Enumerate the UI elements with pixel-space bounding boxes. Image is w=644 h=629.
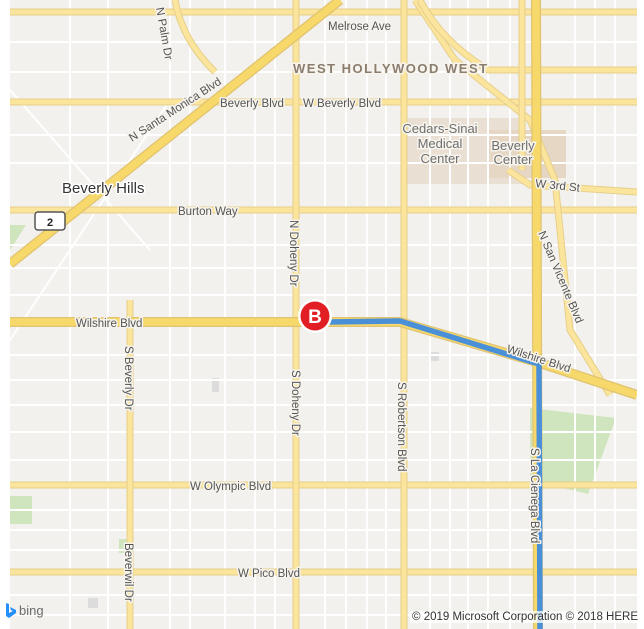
shield-label: 2	[47, 217, 53, 229]
street-label-beverly: Beverly Blvd	[220, 98, 284, 110]
poi-beverly-center[interactable]: Beverly Center	[490, 137, 537, 169]
street-label-wilshire-west: Wilshire Blvd	[76, 318, 142, 330]
poi-label-line: Center	[420, 151, 460, 166]
street-label-s-robertson: S Robertson Blvd	[395, 382, 407, 472]
bing-logo-text: bing	[19, 603, 44, 618]
street-label-s-doheny: S Doheny Dr	[289, 370, 301, 436]
arterial-roads	[10, 0, 637, 629]
district-label-west-hollywood-west: WEST HOLLYWOOD WEST	[293, 61, 489, 76]
building-block	[212, 378, 219, 392]
bing-icon	[6, 603, 16, 618]
street-label-w-pico: W Pico Blvd	[238, 568, 300, 580]
street-label-s-la-cienega: S La Cienega Blvd	[528, 448, 540, 543]
building-block	[88, 598, 98, 608]
route-shield-2: 2	[34, 211, 66, 231]
copyright-text[interactable]: © 2019 Microsoft Corporation © 2018 HERE	[410, 611, 640, 623]
poi-label-line: Medical	[418, 136, 463, 151]
street-label-beverwil: Beverwil Dr	[122, 543, 134, 602]
poi-label-line: Center	[493, 152, 533, 167]
street-label-n-doheny: N Doheny Dr	[287, 220, 299, 287]
map-svg[interactable]: Melrose Ave N Palm Dr N Santa Monica Blv…	[10, 0, 637, 629]
place-label-beverly-hills: Beverly Hills	[62, 180, 145, 197]
map-canvas[interactable]: Melrose Ave N Palm Dr N Santa Monica Blv…	[10, 0, 637, 629]
street-label-s-beverly: S Beverly Dr	[122, 346, 134, 411]
marker-pin-icon	[300, 301, 330, 331]
park-area	[10, 225, 26, 250]
bing-logo[interactable]: bing	[6, 603, 44, 618]
street-label-burton: Burton Way	[178, 206, 238, 218]
poi-label-line: Cedars-Sinai	[402, 121, 477, 136]
street-label-w-olympic: W Olympic Blvd	[190, 481, 271, 493]
poi-cedars-sinai[interactable]: Cedars-Sinai Medical Center	[401, 120, 479, 168]
destination-marker-b[interactable]: B	[298, 299, 332, 333]
route-line	[327, 318, 543, 629]
shield-icon	[34, 211, 66, 231]
street-label-w-beverly: W Beverly Blvd	[303, 98, 381, 110]
marker-label: B	[308, 307, 322, 328]
building-block	[429, 352, 439, 361]
poi-label-line: Beverly	[491, 138, 535, 153]
street-label-melrose: Melrose Ave	[328, 21, 391, 33]
